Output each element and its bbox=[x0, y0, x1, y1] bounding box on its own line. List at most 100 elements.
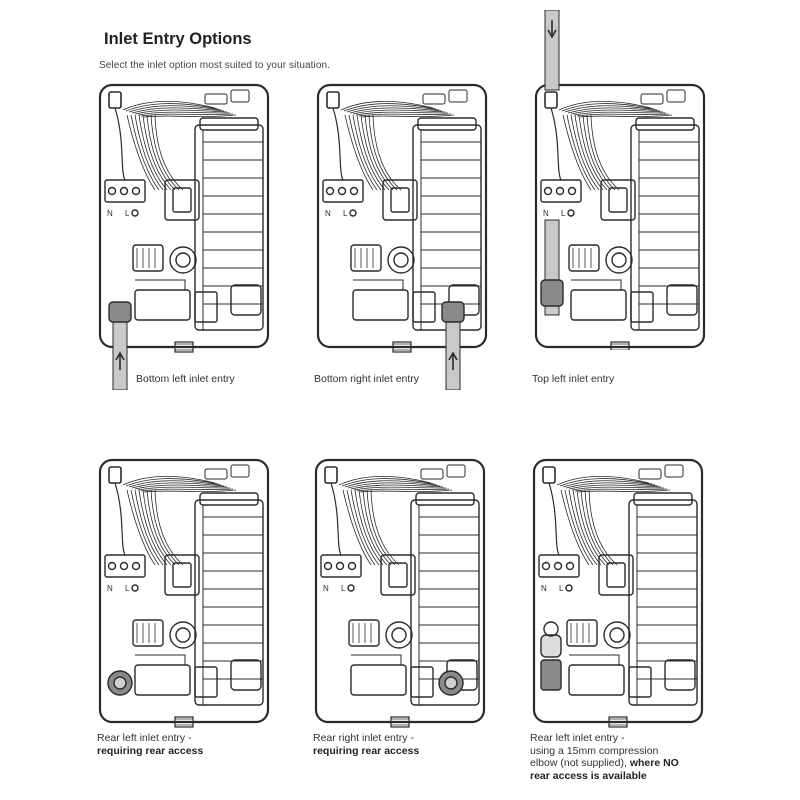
wire bbox=[134, 489, 164, 566]
terminal-neutral-label: N bbox=[107, 209, 113, 218]
heater-top-cap bbox=[199, 117, 259, 131]
wire bbox=[572, 489, 602, 566]
heater-can bbox=[194, 499, 264, 706]
wire bbox=[134, 484, 228, 490]
wire bbox=[338, 476, 432, 486]
caption-bottom-left: Bottom left inlet entry bbox=[136, 373, 235, 385]
top-connector bbox=[422, 93, 446, 105]
wire bbox=[346, 489, 376, 566]
flow-arrow-head bbox=[115, 351, 125, 361]
filter-ring bbox=[169, 246, 197, 274]
earth-symbol bbox=[567, 209, 575, 217]
terminal-screw bbox=[335, 561, 345, 571]
top-connector bbox=[638, 468, 662, 480]
inlet-elbow bbox=[108, 301, 132, 323]
wire bbox=[573, 111, 667, 116]
wire bbox=[567, 107, 661, 114]
wire bbox=[146, 114, 176, 191]
pipe-run bbox=[351, 654, 402, 665]
terminal-screw bbox=[131, 186, 141, 196]
terminal-screw bbox=[323, 561, 333, 571]
wire bbox=[342, 489, 372, 566]
terminal-neutral-label: N bbox=[543, 209, 549, 218]
terminal-block bbox=[540, 179, 582, 203]
wire bbox=[143, 489, 237, 493]
terminal-screw bbox=[131, 561, 141, 571]
wire bbox=[344, 114, 374, 191]
terminal-screw bbox=[541, 561, 551, 571]
wire bbox=[344, 480, 438, 488]
wire bbox=[340, 101, 434, 111]
wire bbox=[125, 478, 219, 487]
solenoid-valve bbox=[598, 554, 634, 596]
wire bbox=[352, 114, 382, 191]
filter-ring bbox=[169, 621, 197, 649]
wire bbox=[560, 489, 590, 566]
wire bbox=[558, 101, 652, 111]
wire bbox=[566, 114, 596, 191]
wire bbox=[134, 114, 164, 191]
inlet-manifold bbox=[350, 664, 407, 696]
wire bbox=[154, 114, 184, 191]
filter-core bbox=[175, 252, 191, 268]
wire bbox=[366, 489, 396, 566]
wire bbox=[359, 489, 453, 493]
wire bbox=[584, 489, 614, 566]
cable bbox=[114, 107, 126, 181]
heater-can bbox=[194, 124, 264, 331]
rear-inlet-bore bbox=[113, 676, 127, 690]
outlet-fitting bbox=[628, 666, 652, 698]
cable-plug bbox=[108, 466, 122, 484]
terminal-screw bbox=[119, 561, 129, 571]
solenoid-valve bbox=[164, 179, 200, 221]
cable bbox=[332, 107, 344, 181]
filter-ring bbox=[603, 621, 631, 649]
wire bbox=[125, 103, 219, 112]
solenoid-core bbox=[390, 187, 410, 213]
pressure-valve bbox=[350, 244, 382, 272]
cable-plug bbox=[326, 91, 340, 109]
filter-core bbox=[609, 627, 625, 643]
wire bbox=[131, 482, 225, 489]
wire bbox=[343, 103, 437, 112]
cable-plug bbox=[542, 466, 556, 484]
terminal-block bbox=[104, 554, 146, 578]
terminal-screw bbox=[555, 186, 565, 196]
wire bbox=[576, 489, 606, 566]
solenoid-core bbox=[606, 562, 626, 588]
terminal-live-label: L bbox=[125, 584, 130, 593]
wire bbox=[571, 486, 665, 491]
elbow-nut bbox=[540, 659, 562, 691]
wire bbox=[126, 489, 156, 566]
inlet-manifold bbox=[570, 289, 627, 321]
wire bbox=[122, 476, 216, 486]
caption-rear-left: Rear left inlet entry - requiring rear a… bbox=[97, 732, 204, 757]
wire bbox=[570, 109, 664, 115]
solenoid-valve bbox=[164, 554, 200, 596]
inlet-manifold bbox=[134, 664, 191, 696]
wire bbox=[370, 489, 400, 566]
inlet-manifold bbox=[352, 289, 409, 321]
top-connector bbox=[230, 464, 250, 478]
wire bbox=[579, 114, 673, 118]
wire bbox=[580, 489, 610, 566]
inlet-elbow bbox=[441, 301, 465, 323]
earth-symbol bbox=[131, 584, 139, 592]
wire bbox=[126, 114, 156, 191]
wire bbox=[346, 105, 440, 113]
wire bbox=[140, 113, 234, 117]
solenoid-core bbox=[172, 562, 192, 588]
pressure-valve bbox=[568, 244, 600, 272]
terminal-screw bbox=[119, 186, 129, 196]
earth-symbol bbox=[349, 209, 357, 217]
wire bbox=[364, 114, 394, 191]
wire bbox=[561, 103, 655, 112]
wire bbox=[128, 480, 222, 488]
top-connector bbox=[448, 89, 468, 103]
cable bbox=[114, 482, 126, 556]
